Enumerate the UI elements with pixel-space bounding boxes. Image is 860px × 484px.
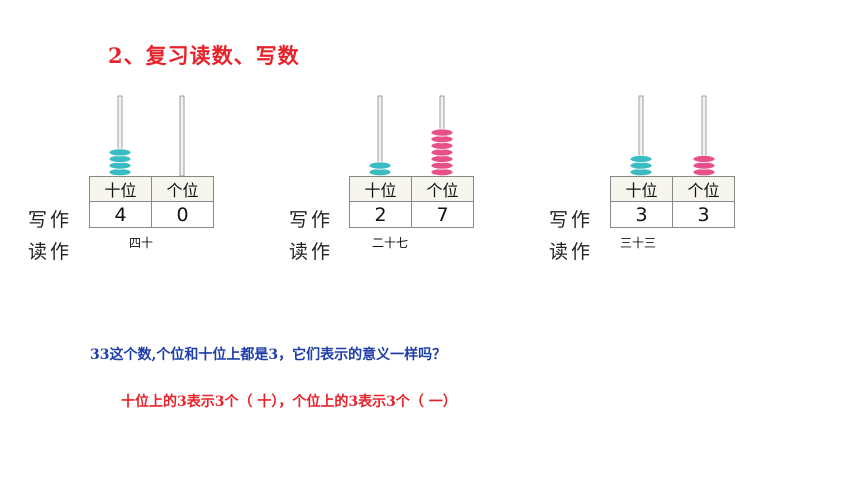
header-ones: 个位: [672, 176, 735, 202]
ones-bead: [430, 128, 454, 137]
answer-text: 十位上的3表示3个（ 十），个位上的3表示3个（ 一）: [121, 394, 457, 410]
value-tens: 4: [89, 201, 152, 228]
write-label-3: 写作: [549, 209, 594, 231]
read-label-3: 读作: [549, 241, 594, 263]
tens-bead: [629, 161, 653, 170]
ones-bead: [430, 148, 454, 157]
tens-bead: [108, 154, 132, 163]
header-tens: 十位: [610, 176, 673, 202]
question-text: 33这个数,个位和十位上都是3，它们表示的意义一样吗？: [90, 347, 447, 363]
tens-bead: [629, 168, 653, 177]
ones-bead: [430, 135, 454, 144]
value-tens: 2: [349, 201, 412, 228]
ones-bead: [692, 161, 716, 170]
tens-bead: [629, 154, 653, 163]
tens-bead: [108, 161, 132, 170]
value-tens: 3: [610, 201, 673, 228]
place-value-table-2: 十位 个位 2 7: [349, 176, 474, 228]
ones-bead: [692, 168, 716, 177]
ones-rod: [179, 95, 185, 177]
tens-bead: [108, 148, 132, 157]
place-value-table-1: 十位 个位 4 0: [89, 176, 214, 228]
tens-bead: [368, 168, 392, 177]
slide-title: 2、复习读数、写数: [108, 43, 300, 68]
write-label-1: 写作: [28, 209, 73, 231]
ones-bead: [430, 154, 454, 163]
header-tens: 十位: [89, 176, 152, 202]
header-ones: 个位: [411, 176, 474, 202]
ones-bead: [692, 154, 716, 163]
write-label-2: 写作: [289, 209, 334, 231]
tens-bead: [108, 168, 132, 177]
header-tens: 十位: [349, 176, 412, 202]
abacus-drawing: [108, 95, 716, 177]
reading-2: 二十七: [372, 236, 409, 250]
reading-3: 三十三: [620, 236, 657, 250]
value-ones: 3: [672, 201, 735, 228]
reading-1: 四十: [129, 236, 154, 250]
read-label-2: 读作: [289, 241, 334, 263]
place-value-table-3: 十位 个位 3 3: [610, 176, 735, 228]
ones-bead: [430, 161, 454, 170]
tens-bead: [368, 161, 392, 170]
header-ones: 个位: [151, 176, 214, 202]
value-ones: 0: [151, 201, 214, 228]
read-label-1: 读作: [28, 241, 73, 263]
ones-bead: [430, 168, 454, 177]
ones-bead: [430, 141, 454, 150]
value-ones: 7: [411, 201, 474, 228]
